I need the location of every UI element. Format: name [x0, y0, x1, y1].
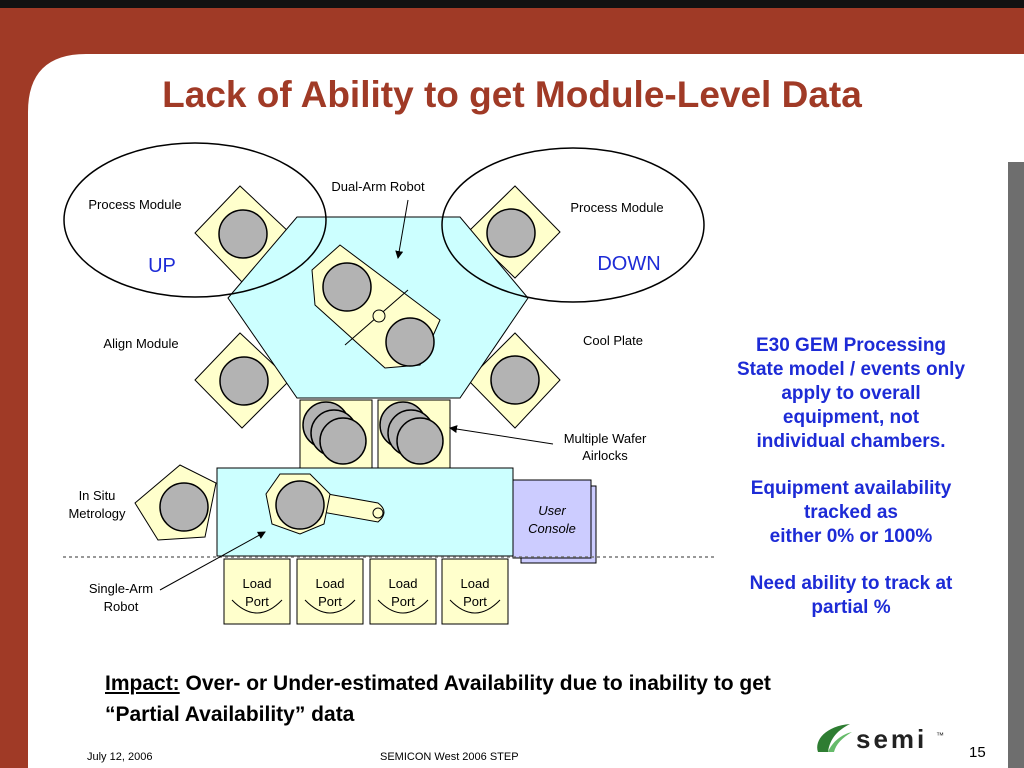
side-note-line: State model / events only — [736, 359, 966, 380]
semi-logo-swoosh-accent — [828, 732, 852, 752]
wafer-icon — [219, 356, 269, 406]
label-state-down: DOWN — [597, 253, 660, 275]
label-load-port-4-line1: Load — [461, 576, 490, 591]
impact-statement: Impact: Over- or Under-estimated Availab… — [105, 668, 965, 730]
right-scrollbar-strip — [1008, 162, 1024, 768]
label-load-port-2-line1: Load — [316, 576, 345, 591]
wafer-icon — [275, 480, 325, 530]
label-load-port-3-line1: Load — [389, 576, 418, 591]
label-process-module-left: Process Module — [88, 197, 181, 212]
load-port-body — [223, 558, 291, 625]
highlight-ellipse-right — [441, 147, 705, 303]
cool-plate-module — [467, 332, 561, 429]
highlight-ellipse-left — [63, 142, 327, 298]
arrow-single-arm-robot — [159, 531, 266, 591]
wafer-icon — [322, 262, 372, 312]
label-in-situ-line1: In Situ — [79, 488, 116, 503]
side-note-gem: E30 GEM Processing State model / events … — [712, 334, 990, 454]
wafer-icon — [486, 208, 536, 258]
airlock-left — [299, 399, 373, 471]
footer-date: July 12, 2006 — [87, 751, 153, 763]
user-console — [512, 479, 592, 559]
load-port-4 — [441, 558, 509, 625]
load-port-3 — [369, 558, 437, 625]
label-airlocks-line2: Airlocks — [582, 448, 628, 463]
side-note-availability: Equipment availability tracked as either… — [712, 477, 990, 549]
side-note-line: individual chambers. — [756, 431, 946, 452]
load-port-curve — [377, 599, 429, 614]
semi-logo: semi ™ — [817, 724, 944, 754]
label-user-console-line2: Console — [528, 521, 576, 536]
side-note-partial: Need ability to track at partial % — [712, 572, 990, 620]
label-load-port-4-line2: Port — [463, 594, 487, 609]
label-single-arm-line1: Single-Arm — [89, 581, 153, 596]
impact-text: Over- or Under-estimated Availability du… — [179, 672, 771, 695]
load-port-1 — [223, 558, 291, 625]
footer-event: SEMICON West 2006 STEP — [380, 751, 519, 763]
wafer-icon — [385, 317, 435, 367]
label-dual-arm-robot: Dual-Arm Robot — [331, 179, 425, 194]
airlock-right — [377, 399, 451, 471]
side-note-line: equipment, not — [782, 407, 920, 428]
robot-pivot — [372, 507, 384, 519]
label-process-module-right: Process Module — [570, 200, 663, 215]
wafer-icon — [490, 355, 540, 405]
label-load-port-2-line2: Port — [318, 594, 342, 609]
label-state-up: UP — [148, 255, 176, 277]
arrow-airlocks — [449, 425, 554, 445]
load-port-body — [296, 558, 364, 625]
robot-pivot — [372, 309, 386, 323]
label-cool-plate: Cool Plate — [583, 333, 643, 348]
label-in-situ-line2: Metrology — [68, 506, 126, 521]
load-port-body — [441, 558, 509, 625]
semi-logo-swoosh — [817, 724, 850, 752]
semi-logo-tm: ™ — [936, 731, 944, 740]
robot-arm — [321, 492, 385, 523]
label-align-module: Align Module — [103, 336, 178, 351]
label-single-arm-line2: Robot — [104, 599, 139, 614]
slide-title: Lack of Ability to get Module-Level Data — [162, 74, 862, 115]
page-number: 15 — [969, 744, 986, 761]
side-note-line: apply to overall — [781, 383, 921, 404]
load-port-curve — [449, 599, 501, 614]
arrow-dual-arm-robot — [395, 199, 409, 259]
label-load-port-3-line2: Port — [391, 594, 415, 609]
label-load-port-1-line1: Load — [243, 576, 272, 591]
impact-label: Impact: — [105, 672, 180, 695]
wafer-icon — [396, 417, 444, 465]
label-load-port-1-line2: Port — [245, 594, 269, 609]
dual-arm-robot — [311, 244, 441, 369]
side-note-line: partial % — [811, 597, 891, 618]
side-note-line: E30 GEM Processing — [755, 335, 947, 356]
wafer-icon — [218, 209, 268, 259]
single-arm-robot — [265, 473, 385, 535]
in-situ-metrology-module — [134, 464, 217, 541]
label-airlocks-line1: Multiple Wafer — [564, 431, 647, 446]
label-user-console-line1: User — [538, 503, 566, 518]
side-note-line: Need ability to track at — [749, 573, 953, 594]
side-note-line: tracked as — [803, 502, 898, 523]
wafer-icon — [159, 482, 209, 532]
top-black-bar — [0, 0, 1024, 8]
impact-text-line2: “Partial Availability” data — [105, 703, 355, 726]
load-port-body — [369, 558, 437, 625]
load-port-2 — [296, 558, 364, 625]
load-port-curve — [304, 599, 356, 614]
side-note-line: either 0% or 100% — [769, 526, 933, 547]
process-module-right — [467, 185, 561, 279]
wafer-icon — [319, 417, 367, 465]
side-note-line: Equipment availability — [750, 478, 952, 499]
load-port-curve — [231, 599, 283, 614]
semi-logo-text: semi — [856, 724, 927, 754]
